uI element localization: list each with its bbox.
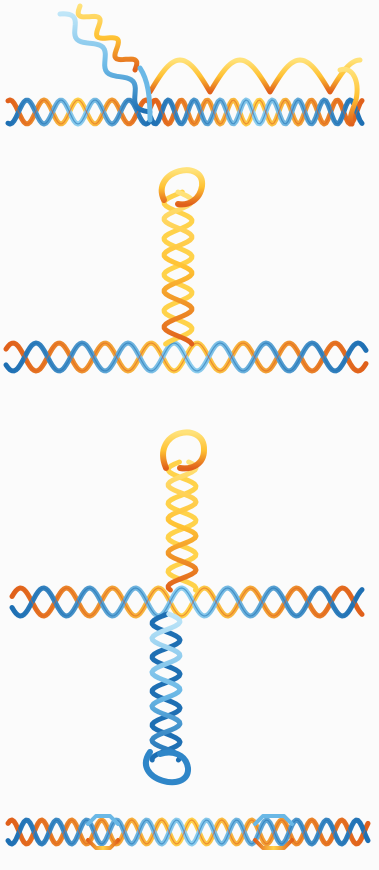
panel1-orange-single-strand xyxy=(150,60,360,92)
panel2-duplex-strand-orange-edge xyxy=(6,343,366,371)
panel3-upper-loop xyxy=(163,432,204,468)
panel1-orange-upper-helix-strand xyxy=(78,6,137,70)
